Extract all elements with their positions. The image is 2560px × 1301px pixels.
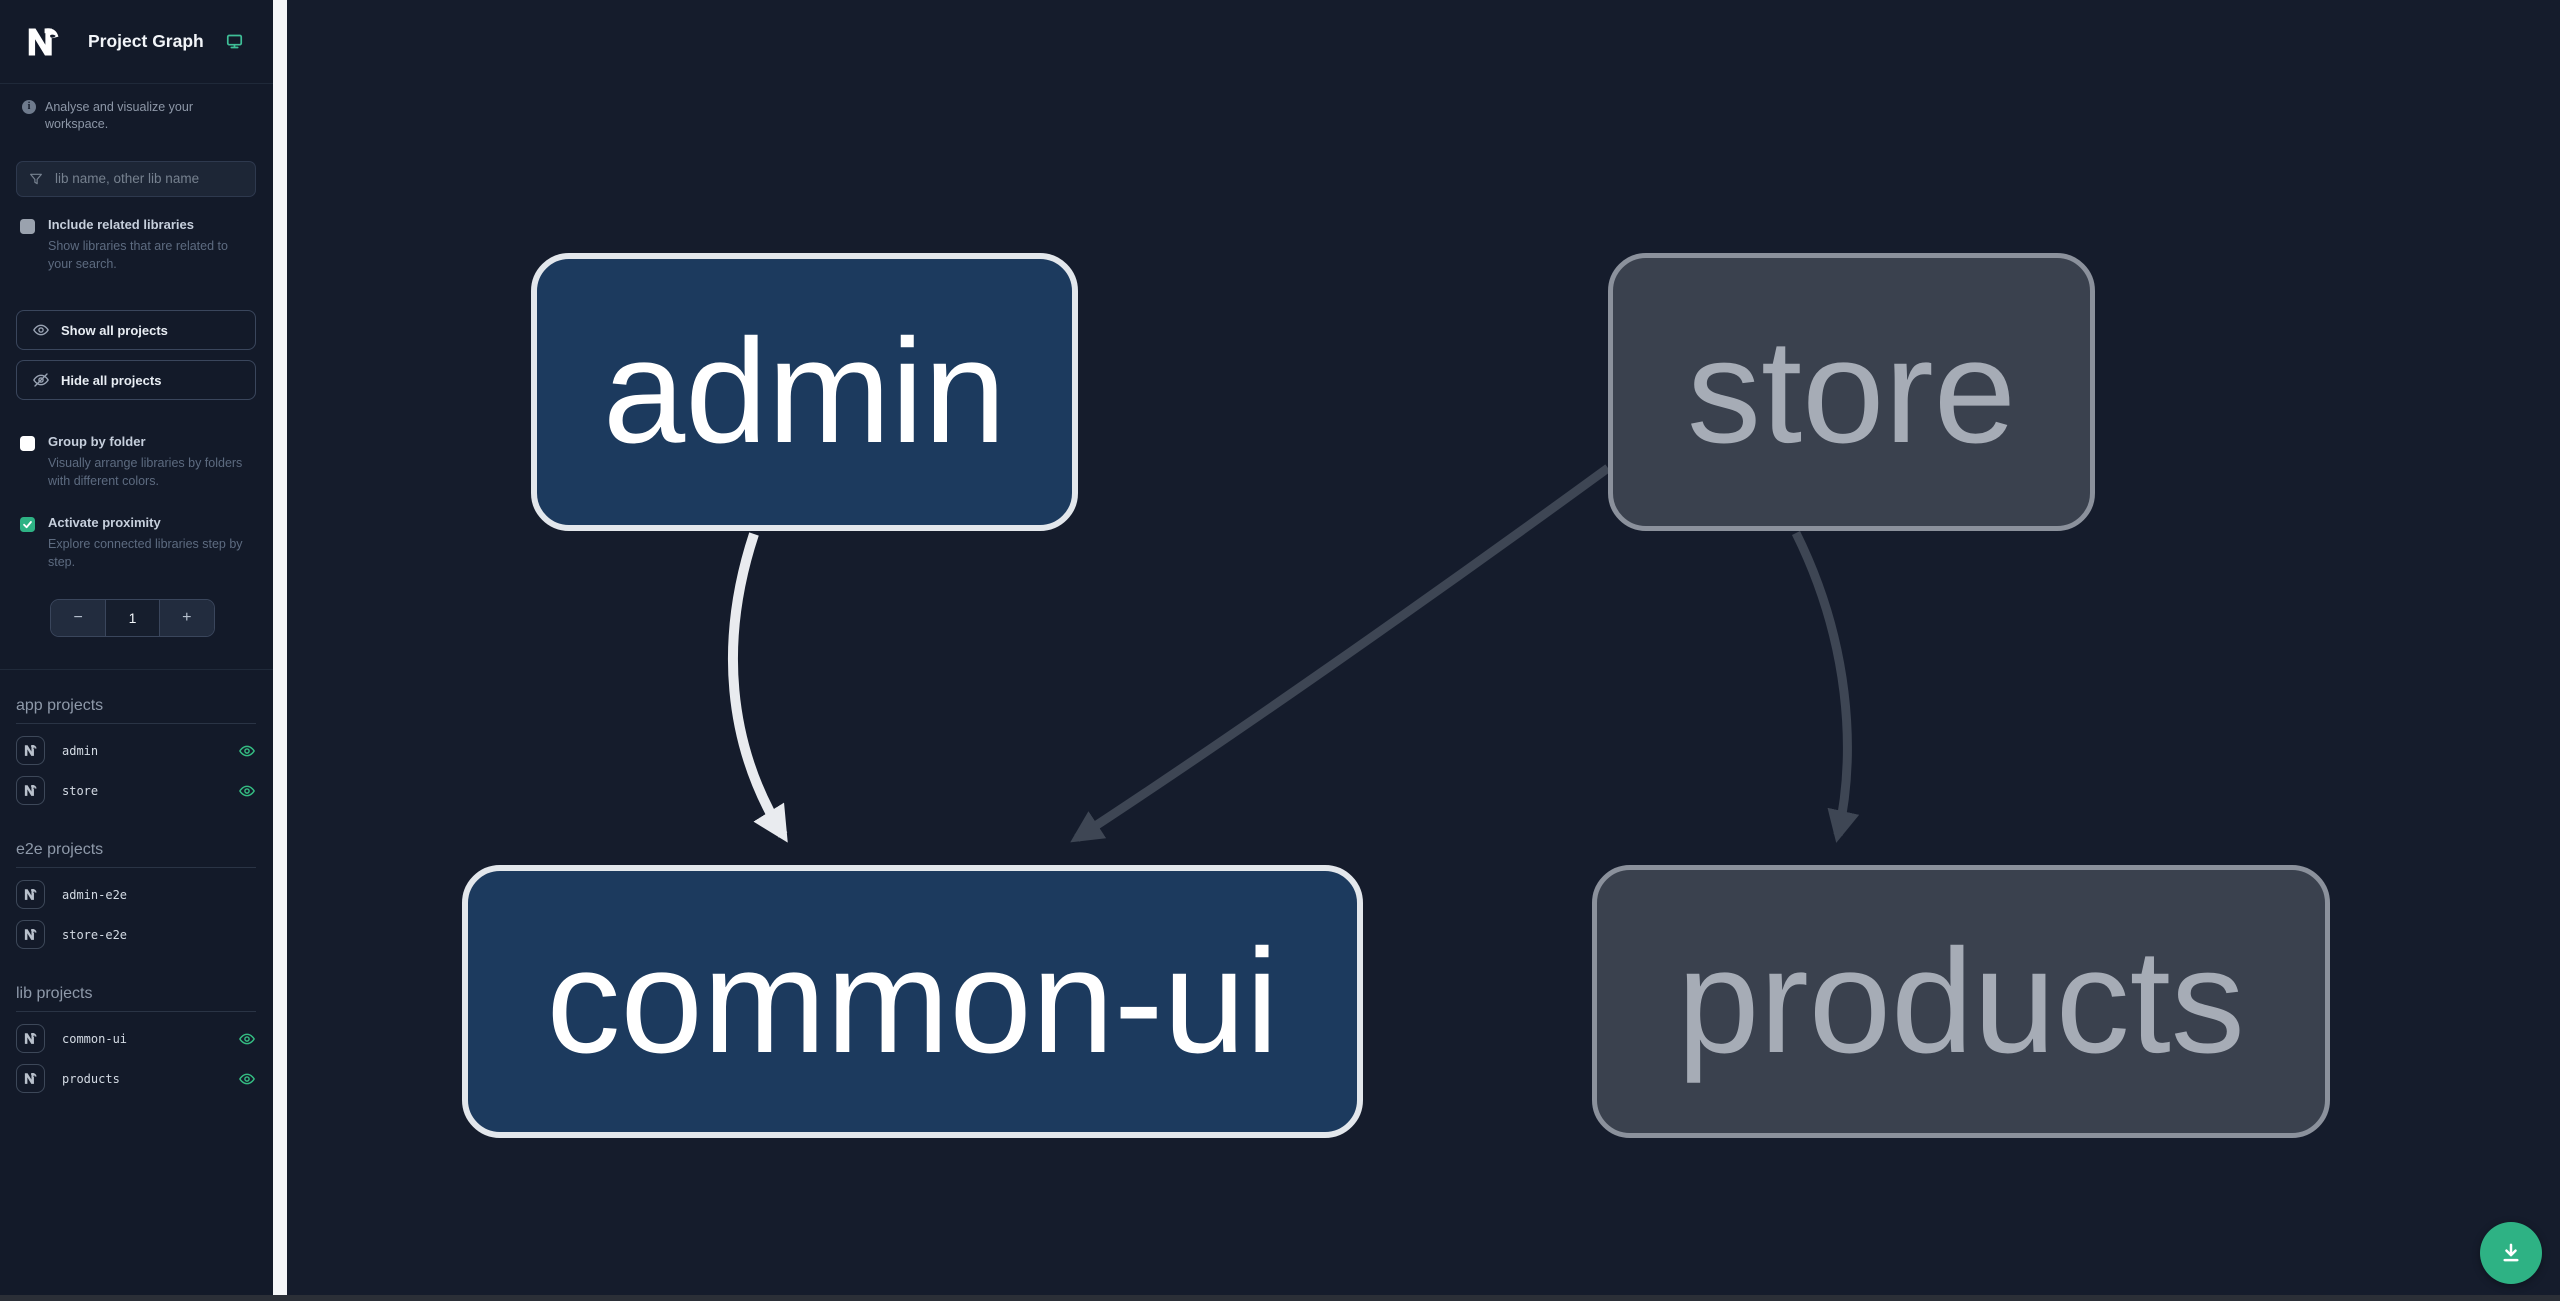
project-icon [16, 1064, 45, 1093]
hide-all-projects-label: Hide all projects [61, 372, 162, 388]
activate-proximity-description: Explore connected libraries step by step… [48, 537, 243, 570]
project-row-products[interactable]: products [16, 1059, 256, 1099]
nx-mini-icon [24, 1073, 37, 1084]
graph-node-products[interactable]: products [1592, 865, 2330, 1138]
edge-admin-to-common-ui [727, 532, 788, 843]
node-label: admin [602, 309, 1007, 474]
node-label: common-ui [546, 918, 1279, 1084]
edge-store-to-products [1791, 531, 1860, 843]
group-by-folder-checkbox[interactable] [20, 436, 35, 451]
option-group-by-folder[interactable]: Group by folder Visually arrange librari… [0, 434, 273, 490]
show-all-projects-button[interactable]: Show all projects [16, 310, 256, 350]
graph-canvas[interactable]: admin store common-ui products [287, 0, 2560, 1301]
project-icon [16, 736, 45, 765]
project-name: store-e2e [62, 927, 128, 942]
graph-node-common-ui[interactable]: common-ui [462, 865, 1363, 1138]
section-lib-projects: lib projects common-ui [0, 985, 273, 1099]
nx-mini-icon [24, 745, 37, 756]
sidebar-header: Project Graph [0, 0, 273, 84]
project-icon [16, 920, 45, 949]
eye-off-icon [33, 373, 49, 387]
toggle-visibility-eye-icon[interactable] [238, 1030, 256, 1048]
nx-mini-icon [24, 929, 37, 940]
hide-all-projects-button[interactable]: Hide all projects [16, 360, 256, 400]
nx-mini-icon [24, 1033, 37, 1044]
project-name: store [62, 783, 99, 798]
section-title: e2e projects [16, 841, 256, 868]
nx-logo-icon [28, 27, 59, 55]
eye-icon [33, 324, 49, 336]
project-name: common-ui [62, 1031, 128, 1046]
group-by-folder-description: Visually arrange libraries by folders wi… [48, 456, 243, 489]
edge-store-to-common-ui [1070, 464, 1611, 843]
graph-node-store[interactable]: store [1608, 253, 2095, 531]
project-icon [16, 776, 45, 805]
node-label: store [1686, 309, 2017, 474]
decrement-button[interactable]: − [51, 599, 106, 636]
monitor-icon[interactable] [226, 33, 243, 50]
project-row-store-e2e[interactable]: store-e2e [16, 915, 256, 955]
checkmark-icon [23, 521, 32, 529]
sidebar-divider [0, 668, 273, 670]
section-title: lib projects [16, 985, 256, 1012]
bottom-scrollbar-track[interactable] [0, 1295, 2560, 1301]
node-label: products [1677, 918, 2245, 1084]
project-name: admin-e2e [62, 887, 128, 902]
sidebar-resizer-handle[interactable] [273, 0, 287, 1301]
sidebar: Project Graph i Analyse and visualize yo… [0, 0, 273, 1301]
option-include-related[interactable]: Include related libraries Show libraries… [0, 217, 273, 273]
include-related-label: Include related libraries [48, 216, 194, 232]
nx-mini-icon [24, 889, 37, 900]
activate-proximity-label: Activate proximity [48, 515, 161, 531]
project-row-store[interactable]: store [16, 771, 256, 811]
toggle-visibility-eye-icon[interactable] [238, 742, 256, 760]
proximity-depth-stepper: − 1 + [50, 598, 215, 637]
workspace-hint-text: Analyse and visualize your workspace. [45, 100, 193, 131]
info-icon: i [22, 100, 36, 114]
project-row-common-ui[interactable]: common-ui [16, 1019, 256, 1059]
section-app-projects: app projects admin [0, 697, 273, 811]
project-icon [16, 1024, 45, 1053]
project-row-admin[interactable]: admin [16, 731, 256, 771]
app-title: Project Graph [88, 31, 204, 51]
nx-mini-icon [24, 785, 37, 796]
download-image-button[interactable] [2480, 1222, 2542, 1284]
workspace-hint: i Analyse and visualize your workspace. [22, 99, 253, 133]
proximity-depth-value: 1 [105, 599, 160, 636]
filter-icon [30, 173, 42, 185]
toggle-visibility-eye-icon[interactable] [238, 782, 256, 800]
show-all-projects-label: Show all projects [61, 322, 168, 338]
project-row-admin-e2e[interactable]: admin-e2e [16, 875, 256, 915]
include-related-description: Show libraries that are related to your … [48, 238, 228, 271]
dependency-edges [727, 464, 1860, 843]
project-icon [16, 880, 45, 909]
increment-button[interactable]: + [159, 599, 214, 636]
section-title: app projects [16, 697, 256, 724]
download-icon [2503, 1243, 2519, 1262]
option-activate-proximity[interactable]: Activate proximity Explore connected lib… [0, 515, 273, 571]
include-related-checkbox[interactable] [20, 218, 35, 234]
group-by-folder-label: Group by folder [48, 434, 146, 449]
project-name: admin [62, 743, 99, 758]
graph-node-admin[interactable]: admin [531, 253, 1078, 531]
project-name: products [62, 1071, 120, 1086]
section-e2e-projects: e2e projects admin-e2e [0, 841, 273, 955]
activate-proximity-checkbox[interactable] [20, 517, 35, 533]
search-box [16, 160, 256, 197]
toggle-visibility-eye-icon[interactable] [238, 1070, 256, 1088]
search-input[interactable] [55, 171, 244, 187]
